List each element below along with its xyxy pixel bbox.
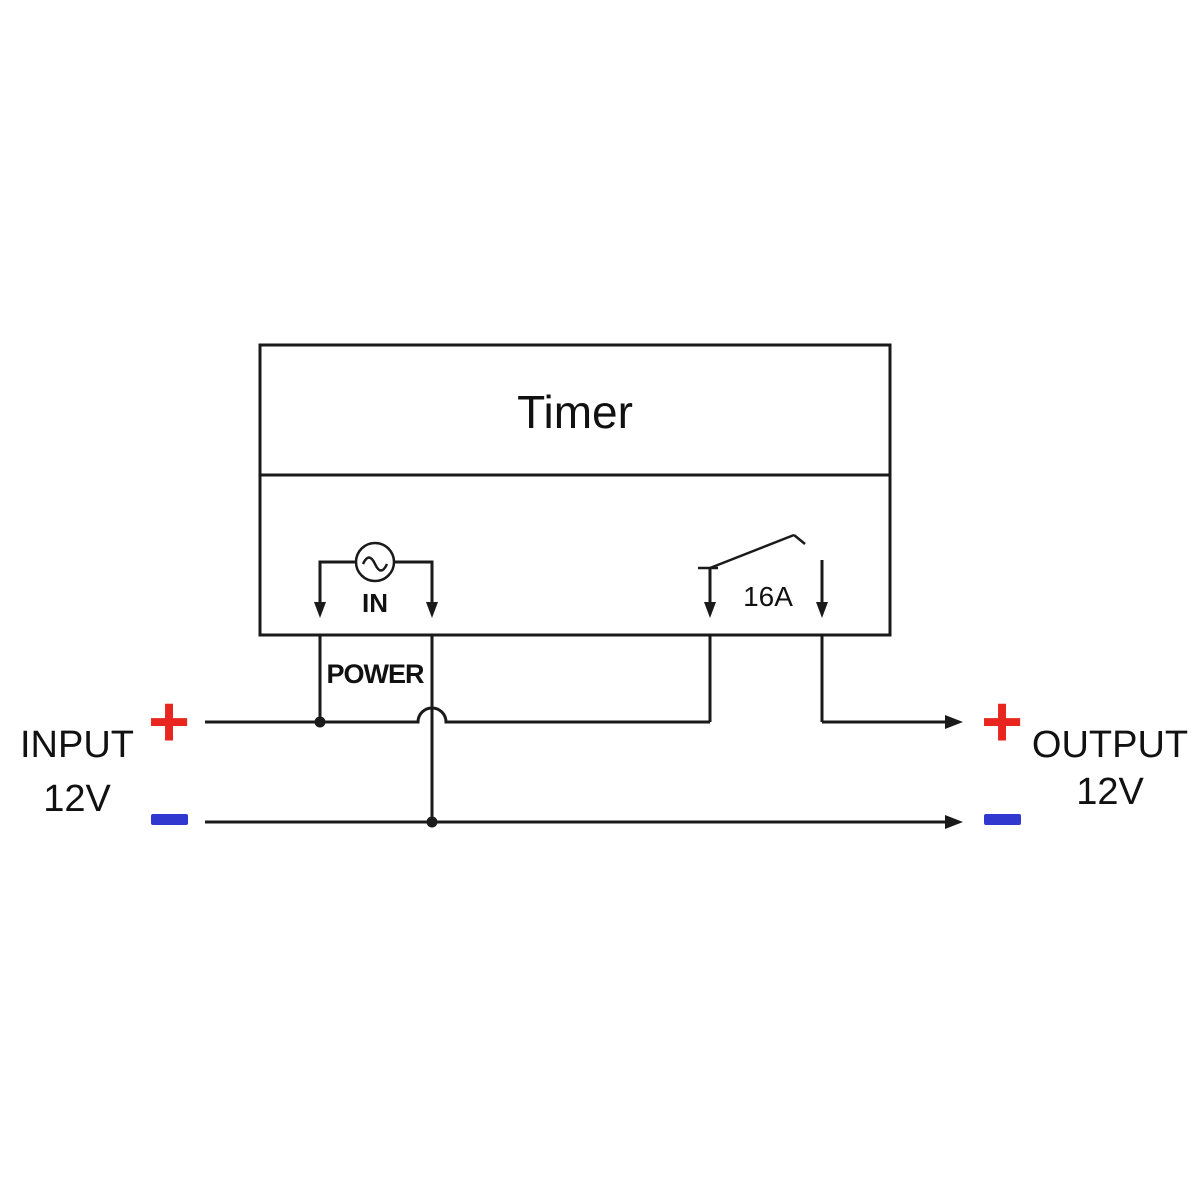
down-arrow-icon (426, 602, 438, 618)
down-arrow-icon (314, 602, 326, 618)
minus-symbol-right (984, 814, 1021, 825)
right-arrow-icon (945, 815, 963, 829)
positive-input-rail (205, 706, 710, 724)
timer-box (258, 343, 892, 637)
switch-contact-tick (793, 534, 806, 545)
ac-source-icon (354, 541, 396, 583)
down-arrow-icon (816, 602, 828, 618)
plus-symbol-left: + (148, 682, 190, 762)
sine-wave-icon (361, 556, 389, 572)
timer-title: Timer (517, 386, 633, 438)
ac-right-lead (394, 560, 434, 604)
input-voltage-label: 12V (43, 778, 111, 820)
in-terminal-label: IN (362, 588, 388, 618)
relay-switch-icon (698, 533, 806, 570)
relay-rating-label: 16A (743, 581, 793, 612)
output-voltage-label: 12V (1076, 771, 1144, 813)
minus-symbol-left (151, 814, 188, 825)
ac-left-lead (318, 560, 356, 604)
power-label: POWER (326, 659, 424, 689)
switch-blade-line (709, 533, 795, 570)
plus-symbol-right: + (981, 682, 1023, 762)
input-label: INPUT (20, 724, 134, 766)
right-arrow-icon (945, 715, 963, 729)
junction-dot (314, 716, 326, 728)
down-arrow-icon (704, 602, 716, 618)
output-label: OUTPUT (1032, 724, 1188, 766)
junction-dot (426, 816, 438, 828)
